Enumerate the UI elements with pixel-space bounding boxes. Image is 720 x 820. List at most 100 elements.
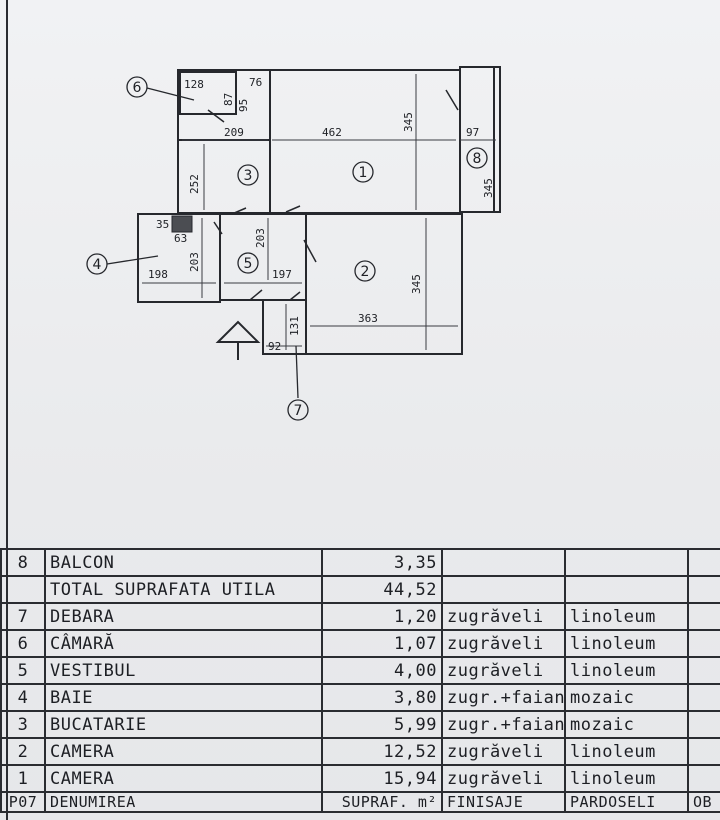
room-name-cell: BUCATARIE	[44, 710, 323, 739]
room-number-cell: 6	[0, 629, 46, 658]
entrance-arrow-icon	[215, 320, 261, 360]
room-name-cell: BAIE	[44, 683, 323, 712]
dim-197: 197	[272, 268, 292, 281]
dim-462: 462	[322, 126, 342, 139]
dim-203-vest: 203	[254, 228, 267, 248]
wall-finish-cell: zugrăveli	[441, 602, 566, 631]
room-name-cell: VESTIBUL	[44, 656, 323, 685]
room2-outline	[305, 213, 463, 355]
leader-lines	[106, 87, 299, 399]
header-finish-cell: FINISAJE	[441, 791, 566, 813]
room-area-cell: 44,52	[321, 575, 443, 604]
header-floor-cell: PARDOSELI	[564, 791, 689, 813]
dimension-labels: 128 76 87 95 345 209 462 97 252 345 35 6…	[148, 76, 495, 353]
dim-131: 131	[288, 316, 301, 336]
header-area-cell: SUPRAF. m²	[321, 791, 443, 813]
room-number-cell: 5	[0, 656, 46, 685]
room-number-cell	[0, 575, 46, 604]
extra-cell	[687, 548, 720, 577]
dim-209: 209	[224, 126, 244, 139]
room-number-cell: 7	[0, 602, 46, 631]
wall-finish-cell: zugrăveli	[441, 656, 566, 685]
extra-cell	[687, 737, 720, 766]
floor-finish-cell: linoleum	[564, 737, 689, 766]
dim-203-bath: 203	[188, 252, 201, 272]
margin-line	[6, 0, 8, 820]
floor-finish-cell: linoleum	[564, 602, 689, 631]
room-area-cell: 3,35	[321, 548, 443, 577]
room-number-6: 6	[133, 80, 142, 96]
pantry-outline	[262, 299, 307, 355]
wall-finish-cell: zugrăveli	[441, 629, 566, 658]
room-area-cell: 1,07	[321, 629, 443, 658]
floor-finish-cell: linoleum	[564, 629, 689, 658]
dim-345-room1: 345	[402, 112, 415, 132]
dim-97: 97	[466, 126, 479, 139]
room-number-cell: 3	[0, 710, 46, 739]
floor-plan: 128 76 87 95 345 209 462 97 252 345 35 6…	[86, 66, 501, 421]
wall-finish-cell: zugrăveli	[441, 737, 566, 766]
room-number-1: 1	[359, 165, 368, 181]
wall-finish-cell	[441, 575, 566, 604]
wall-finish-cell: zugr.+faianță	[441, 683, 566, 712]
wall-outline-top	[177, 69, 461, 214]
dim-63: 63	[174, 232, 187, 245]
room-name-cell: TOTAL SUPRAFATA UTILA	[44, 575, 323, 604]
extra-cell	[687, 575, 720, 604]
dim-345-room2: 345	[410, 274, 423, 294]
room-area-cell: 12,52	[321, 737, 443, 766]
floor-finish-cell: linoleum	[564, 656, 689, 685]
dim-92: 92	[268, 340, 281, 353]
room-area-cell: 1,20	[321, 602, 443, 631]
vestibule-outline	[219, 213, 307, 301]
room-number-cell: 4	[0, 683, 46, 712]
room-number-labels: 1 2 3 4 5 6 7 8	[93, 80, 482, 419]
floor-finish-cell	[564, 548, 689, 577]
room-name-cell: DEBARA	[44, 602, 323, 631]
dim-95: 95	[237, 99, 250, 112]
dimension-lines	[142, 74, 496, 350]
shaft-block	[171, 215, 193, 233]
header-name-cell: DENUMIREA	[44, 791, 323, 813]
room-number-cell: 8	[0, 548, 46, 577]
extra-cell	[687, 764, 720, 793]
dim-252: 252	[188, 174, 201, 194]
room-area-cell: 4,00	[321, 656, 443, 685]
header-extra-cell: OB	[687, 791, 720, 813]
room-name-cell: BALCON	[44, 548, 323, 577]
room-number-2: 2	[361, 264, 370, 280]
room-number-8: 8	[473, 151, 482, 167]
floor-plan-drawing: 128 76 87 95 345 209 462 97 252 345 35 6…	[86, 66, 501, 421]
wall-finish-cell: zugrăveli	[441, 764, 566, 793]
dim-87: 87	[222, 93, 235, 106]
room-area-cell: 3,80	[321, 683, 443, 712]
room-number-cell: 1	[0, 764, 46, 793]
floor-finish-cell: mozaic	[564, 683, 689, 712]
extra-cell	[687, 683, 720, 712]
room-number-3: 3	[244, 168, 253, 184]
walls	[137, 66, 501, 355]
dim-35: 35	[156, 218, 169, 231]
dim-198: 198	[148, 268, 168, 281]
floor-finish-cell: linoleum	[564, 764, 689, 793]
dim-345-balcony: 345	[482, 178, 495, 198]
extra-cell	[687, 602, 720, 631]
room-area-cell: 15,94	[321, 764, 443, 793]
room-number-circles	[86, 76, 488, 421]
room-number-cell: 2	[0, 737, 46, 766]
door-swings	[207, 89, 459, 301]
floor-finish-cell	[564, 575, 689, 604]
storage-room-outline	[179, 71, 237, 115]
extra-cell	[687, 710, 720, 739]
dim-363: 363	[358, 312, 378, 325]
